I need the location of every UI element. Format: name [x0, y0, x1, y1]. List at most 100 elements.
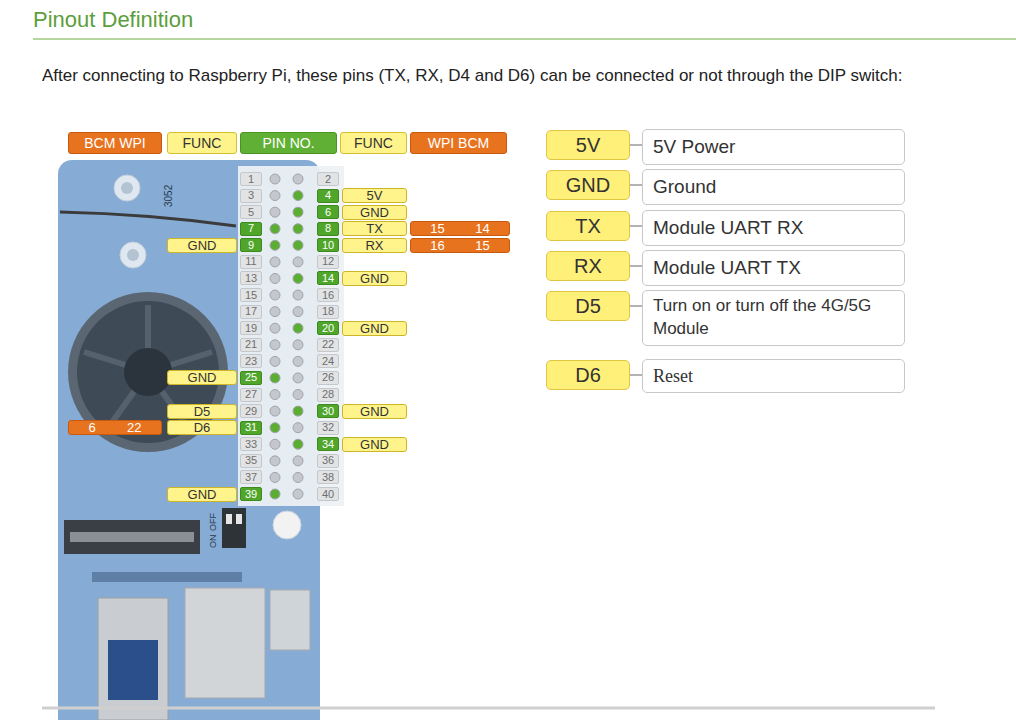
- pin-function-box: GND: [342, 321, 407, 336]
- signal-description: Module UART TX: [653, 255, 801, 281]
- header-pin: [270, 191, 280, 201]
- header-pin: [293, 373, 303, 383]
- pin-box: 31: [240, 421, 262, 435]
- pin-box: 10: [317, 238, 339, 252]
- header-pin: [293, 307, 303, 317]
- pin-box: 30: [317, 404, 339, 418]
- pin-function-box: GND: [342, 404, 407, 419]
- header-pin: [270, 224, 280, 234]
- signal-key-box: D5: [546, 291, 630, 321]
- pin-number: 19: [245, 323, 257, 334]
- pin-header-area: [238, 166, 344, 506]
- sim-slot: [185, 588, 265, 698]
- header-pin: [293, 323, 303, 333]
- pin-function: RX: [365, 239, 383, 252]
- signal-key-box: TX: [546, 211, 630, 241]
- header-pin: [270, 307, 280, 317]
- pin-number: 1: [248, 174, 254, 185]
- header-pin: [270, 356, 280, 366]
- gpio-number: 15: [430, 222, 444, 235]
- pin-box: 8: [317, 222, 339, 236]
- signal-description-box: Module UART TX: [642, 250, 905, 286]
- header-pin: [270, 273, 280, 283]
- pin-number: 12: [322, 256, 334, 267]
- connector-line: [630, 305, 642, 307]
- pin-box: 9: [240, 238, 262, 252]
- pin-number: 5: [248, 207, 254, 218]
- connector-line: [630, 225, 642, 227]
- pin-function: GND: [188, 371, 217, 384]
- signal-name: 5V: [576, 133, 600, 157]
- signal-name: D5: [575, 294, 601, 318]
- header-pin: [293, 356, 303, 366]
- pin-box: 40: [317, 487, 339, 501]
- header-cell: PIN NO.: [240, 132, 337, 154]
- pin-function-box: GND: [342, 271, 407, 286]
- column-heading: FUNC: [183, 136, 222, 150]
- header-pins: [270, 174, 303, 499]
- mounting-hole: [114, 175, 140, 201]
- mounting-hole: [273, 511, 301, 539]
- header-pin: [293, 406, 303, 416]
- pin-number: 27: [245, 389, 257, 400]
- header-cell: WPI BCM: [410, 132, 507, 154]
- pin-number: 30: [322, 406, 334, 417]
- header-pin: [293, 423, 303, 433]
- pin-number: 6: [325, 207, 331, 218]
- pin-box: 15: [240, 288, 262, 302]
- signal-description-box: Reset: [642, 359, 905, 393]
- signal-name: GND: [566, 173, 610, 197]
- fan-hub: [124, 348, 172, 396]
- pin-number: 15: [245, 290, 257, 301]
- pin-function-box: TX: [342, 221, 407, 236]
- header-cell: BCM WPI: [68, 132, 162, 154]
- signal-key-box: 5V: [546, 130, 630, 160]
- column-heading: FUNC: [354, 136, 393, 150]
- header-pin: [270, 174, 280, 184]
- gpio-number: 14: [475, 222, 489, 235]
- gpio-number: 15: [475, 239, 489, 252]
- pin-number: 38: [322, 472, 334, 483]
- header-pin: [293, 472, 303, 482]
- intro-text: After connecting to Raspberry Pi, these …: [42, 66, 903, 86]
- pin-mapping-box: 1615: [410, 238, 510, 253]
- header-pin: [293, 290, 303, 300]
- header-pin: [293, 224, 303, 234]
- header-pin: [270, 207, 280, 217]
- pin-box: 11: [240, 255, 262, 269]
- pin-mapping-box: 622: [68, 420, 162, 435]
- pin-number: 34: [322, 439, 334, 450]
- gpio-number: 6: [89, 421, 96, 434]
- connector-line: [630, 144, 642, 146]
- pin-box: 25: [240, 371, 262, 385]
- pin-number: 26: [322, 372, 334, 383]
- pin-box: 35: [240, 454, 262, 468]
- pin-function: 5V: [367, 189, 383, 202]
- mounting-hole: [127, 249, 139, 261]
- pin-number: 39: [245, 489, 257, 500]
- signal-description: Turn on or turn off the 4G/5G Module: [653, 295, 894, 341]
- pin-box: 13: [240, 271, 262, 285]
- connector-line: [630, 374, 642, 376]
- pin-box: 37: [240, 470, 262, 484]
- components: [92, 572, 242, 582]
- header-pin: [270, 456, 280, 466]
- pin-box: 7: [240, 222, 262, 236]
- signal-key-box: D6: [546, 360, 630, 390]
- pin-box: 23: [240, 354, 262, 368]
- switch-marking: OFF: [208, 513, 218, 531]
- pin-number: 25: [245, 372, 257, 383]
- pin-box: 2: [317, 172, 339, 186]
- pin-box: 36: [317, 454, 339, 468]
- pin-number: 4: [325, 190, 331, 201]
- pin-function: GND: [360, 272, 389, 285]
- pin-box: 27: [240, 388, 262, 402]
- m2-slot: [64, 520, 200, 554]
- pin-box: 32: [317, 421, 339, 435]
- pin-number: 18: [322, 306, 334, 317]
- header-pin: [293, 240, 303, 250]
- signal-key-box: RX: [546, 251, 630, 281]
- pin-number: 32: [322, 422, 334, 433]
- pin-number: 16: [322, 290, 334, 301]
- pin-number: 22: [322, 339, 334, 350]
